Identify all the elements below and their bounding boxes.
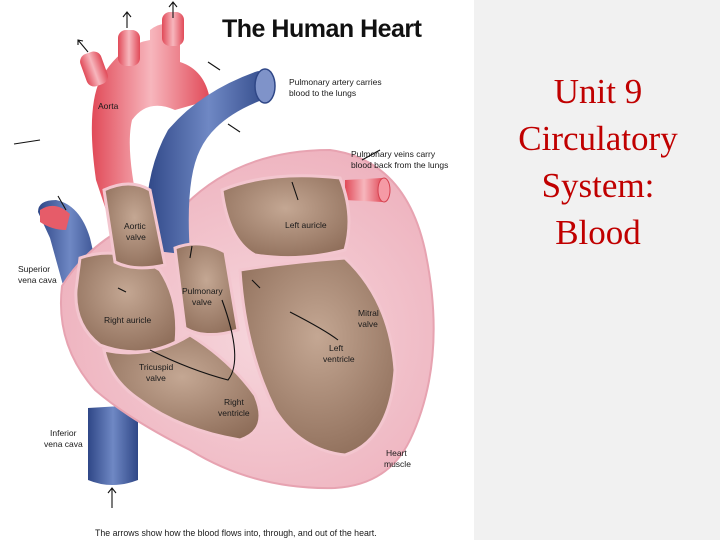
label-pulmonary-valve-2: valve — [192, 297, 212, 307]
label-left-ventricle-1: Left — [329, 343, 344, 353]
aortic-valve-region — [102, 182, 167, 270]
label-inferior-vena-cava-1: Inferior — [50, 428, 77, 438]
label-right-ventricle-1: Right — [224, 397, 244, 407]
slide-title: Unit 9 Circulatory System: Blood — [476, 68, 720, 256]
pulmonary-vein-left — [40, 205, 70, 230]
pulmonary-vein-right — [345, 178, 383, 202]
flow-arrow-ventricle — [149, 299, 236, 381]
pulmonary-valve-region — [173, 242, 240, 336]
figure-title: The Human Heart — [222, 15, 423, 43]
label-heart-muscle-1: Heart — [386, 448, 407, 458]
inferior-vena-cava — [88, 405, 138, 485]
label-mitral-valve-1: Mitral — [358, 308, 379, 318]
left-auricle — [220, 174, 351, 260]
left-ventricle — [238, 256, 397, 457]
label-aortic-valve-2: valve — [126, 232, 146, 242]
aorta — [91, 24, 210, 228]
heart-diagram-panel: The Human Heart — [0, 0, 474, 540]
pulmonary-vein-end — [377, 177, 391, 203]
slide-title-line-1: Unit 9 — [553, 72, 643, 111]
label-aorta: Aorta — [98, 101, 119, 111]
figure-caption: The arrows show how the blood flows into… — [95, 528, 377, 538]
aorta-branch-1 — [118, 30, 140, 66]
arrow-inferior-up — [107, 487, 117, 508]
flow-arrow-auricle — [291, 181, 299, 201]
flow-arrow-right-auricle — [117, 287, 127, 293]
arrow-aorta-top-1 — [122, 11, 132, 28]
arrow-pulm-artery — [207, 61, 221, 71]
label-inferior-vena-cava-2: vena cava — [44, 439, 83, 449]
slide-title-line-3: System: — [541, 166, 655, 205]
label-right-ventricle-2: ventricle — [218, 408, 250, 418]
arrow-aorta-top-2 — [168, 1, 178, 18]
label-pulmonary-veins-1: Pulmonary veins carry — [351, 149, 436, 159]
right-ventricle — [102, 333, 262, 442]
label-superior-vena-cava-2: vena cava — [18, 275, 57, 285]
flow-arrow-left — [289, 311, 339, 341]
arrow-left-out — [13, 139, 41, 145]
label-pulmonary-veins-2: blood back from the lungs — [351, 160, 448, 170]
label-pulmonary-valve-1: Pulmonary — [182, 286, 223, 296]
arrow-superior-in — [57, 195, 67, 211]
pulmonary-artery — [146, 71, 272, 255]
flow-arrow-mitral — [251, 279, 261, 289]
label-pulmonary-artery-2: blood to the lungs — [289, 88, 356, 98]
aorta-branch-2 — [162, 12, 184, 46]
label-mitral-valve-2: valve — [358, 319, 378, 329]
label-left-auricle: Left auricle — [285, 220, 327, 230]
label-tricuspid-valve-2: valve — [146, 373, 166, 383]
pulmonary-artery-end — [254, 68, 276, 104]
label-left-ventricle-2: ventricle — [323, 354, 355, 364]
label-tricuspid-valve-1: Tricuspid — [139, 362, 173, 372]
arrow-aorta-left — [77, 39, 89, 53]
slide-title-line-2: Circulatory — [518, 119, 678, 158]
label-heart-muscle-2: muscle — [384, 459, 411, 469]
label-superior-vena-cava-1: Superior — [18, 264, 50, 274]
arrow-pulm-vein-in — [361, 149, 381, 161]
heart-diagram: The Human Heart — [13, 1, 448, 538]
label-right-auricle: Right auricle — [104, 315, 152, 325]
flow-arrow-pulm — [189, 245, 193, 259]
label-pulmonary-artery-1: Pulmonary artery carries — [289, 77, 382, 87]
arrow-pulm-branch — [227, 123, 241, 133]
label-aortic-valve-1: Aortic — [124, 221, 146, 231]
slide-title-line-4: Blood — [555, 213, 641, 252]
aorta-branch-3 — [80, 51, 108, 87]
